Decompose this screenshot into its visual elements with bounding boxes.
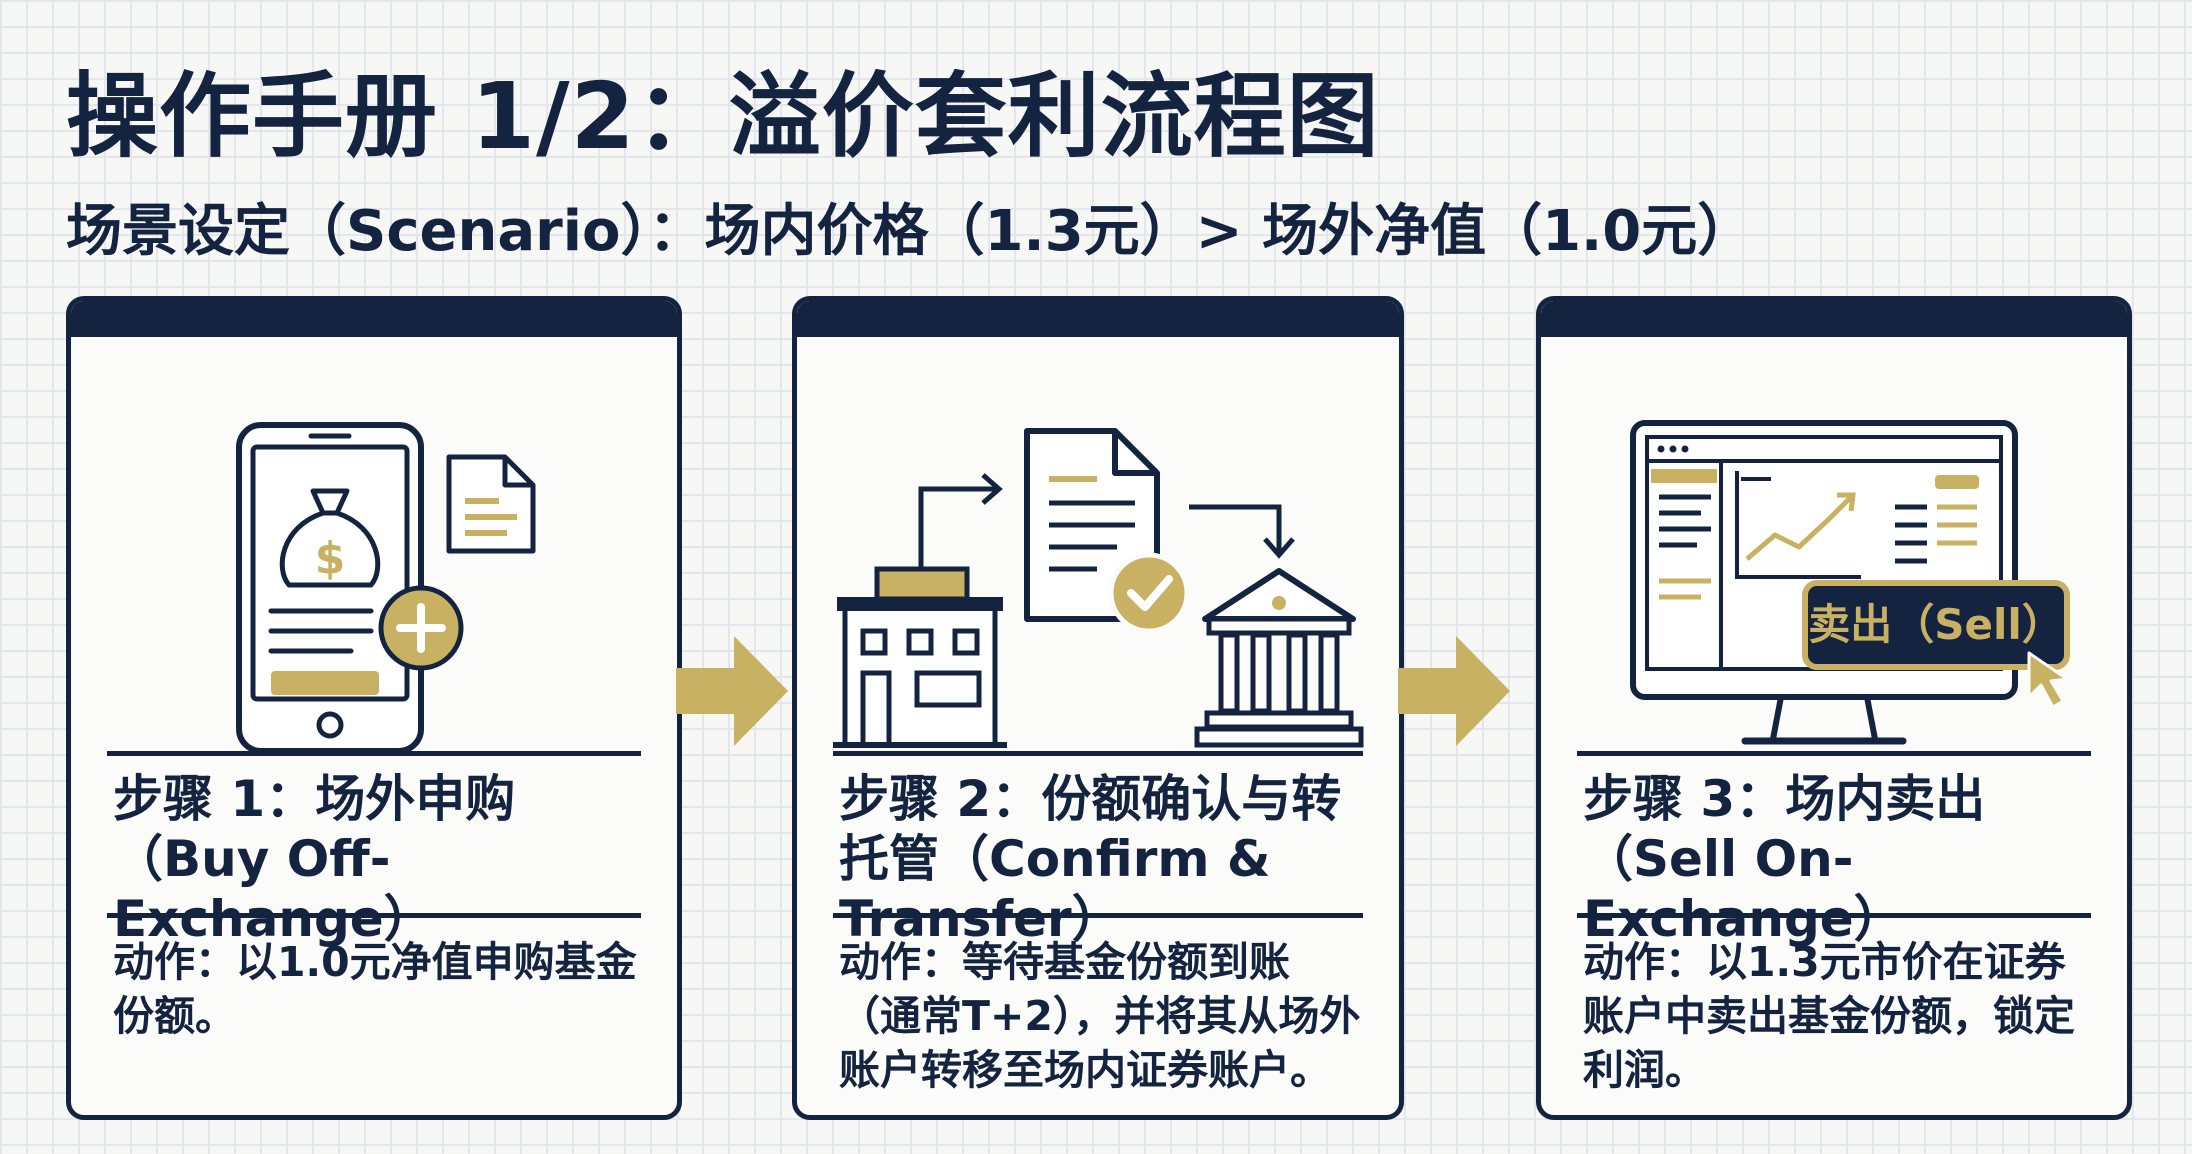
divider (1577, 913, 2091, 918)
arrow-right-icon (676, 636, 788, 746)
page-title: 操作手册 1/2：溢价套利流程图 (66, 63, 1380, 170)
monitor-sell-icon: 卖出（Sell） (1630, 420, 2070, 745)
store-document-bank-icon (833, 428, 1364, 748)
cursor-icon (2027, 651, 2069, 709)
card-header-bar (797, 301, 1399, 337)
step-2-card: 步骤 2：份额确认与转托管（Confirm & Transfer） 动作：等待基… (792, 296, 1404, 1120)
scenario-subtitle: 场景设定（Scenario）：场内价格（1.3元）> 场外净值（1.0元） (66, 199, 1754, 264)
card-header-bar (71, 301, 677, 337)
svg-text:$: $ (315, 533, 346, 584)
card-header-bar (1541, 301, 2127, 337)
arrow-right-icon (1398, 636, 1510, 746)
divider (833, 913, 1363, 918)
divider (107, 913, 641, 918)
step-2-action: 动作：等待基金份额到账（通常T+2），并将其从场外账户转移至场内证券账户。 (839, 938, 1361, 1094)
step-3-action: 动作：以1.3元市价在证券账户中卖出基金份额，锁定利润。 (1583, 938, 2075, 1094)
phone-moneybag-plus-icon: $ (236, 422, 536, 754)
step-1-card: $ 步骤 1：场外申购（Buy Off-Exchange） 动作：以1.0元净值… (66, 296, 682, 1120)
divider (107, 751, 641, 756)
divider (833, 751, 1363, 756)
divider (1577, 751, 2091, 756)
step-2-title: 步骤 2：份额确认与转托管（Confirm & Transfer） (839, 770, 1342, 948)
sell-button[interactable]: 卖出（Sell） (1802, 580, 2070, 670)
step-1-action: 动作：以1.0元净值申购基金份额。 (113, 938, 637, 1040)
step-3-title: 步骤 3：场内卖出（Sell On-Exchange） (1583, 770, 1986, 948)
sell-button-label: 卖出（Sell） (1808, 600, 2064, 649)
step-1-title: 步骤 1：场外申购（Buy Off-Exchange） (113, 770, 516, 948)
step-3-card: 卖出（Sell） 步骤 3：场内卖出（Sell On-Exchange） 动作：… (1536, 296, 2132, 1120)
